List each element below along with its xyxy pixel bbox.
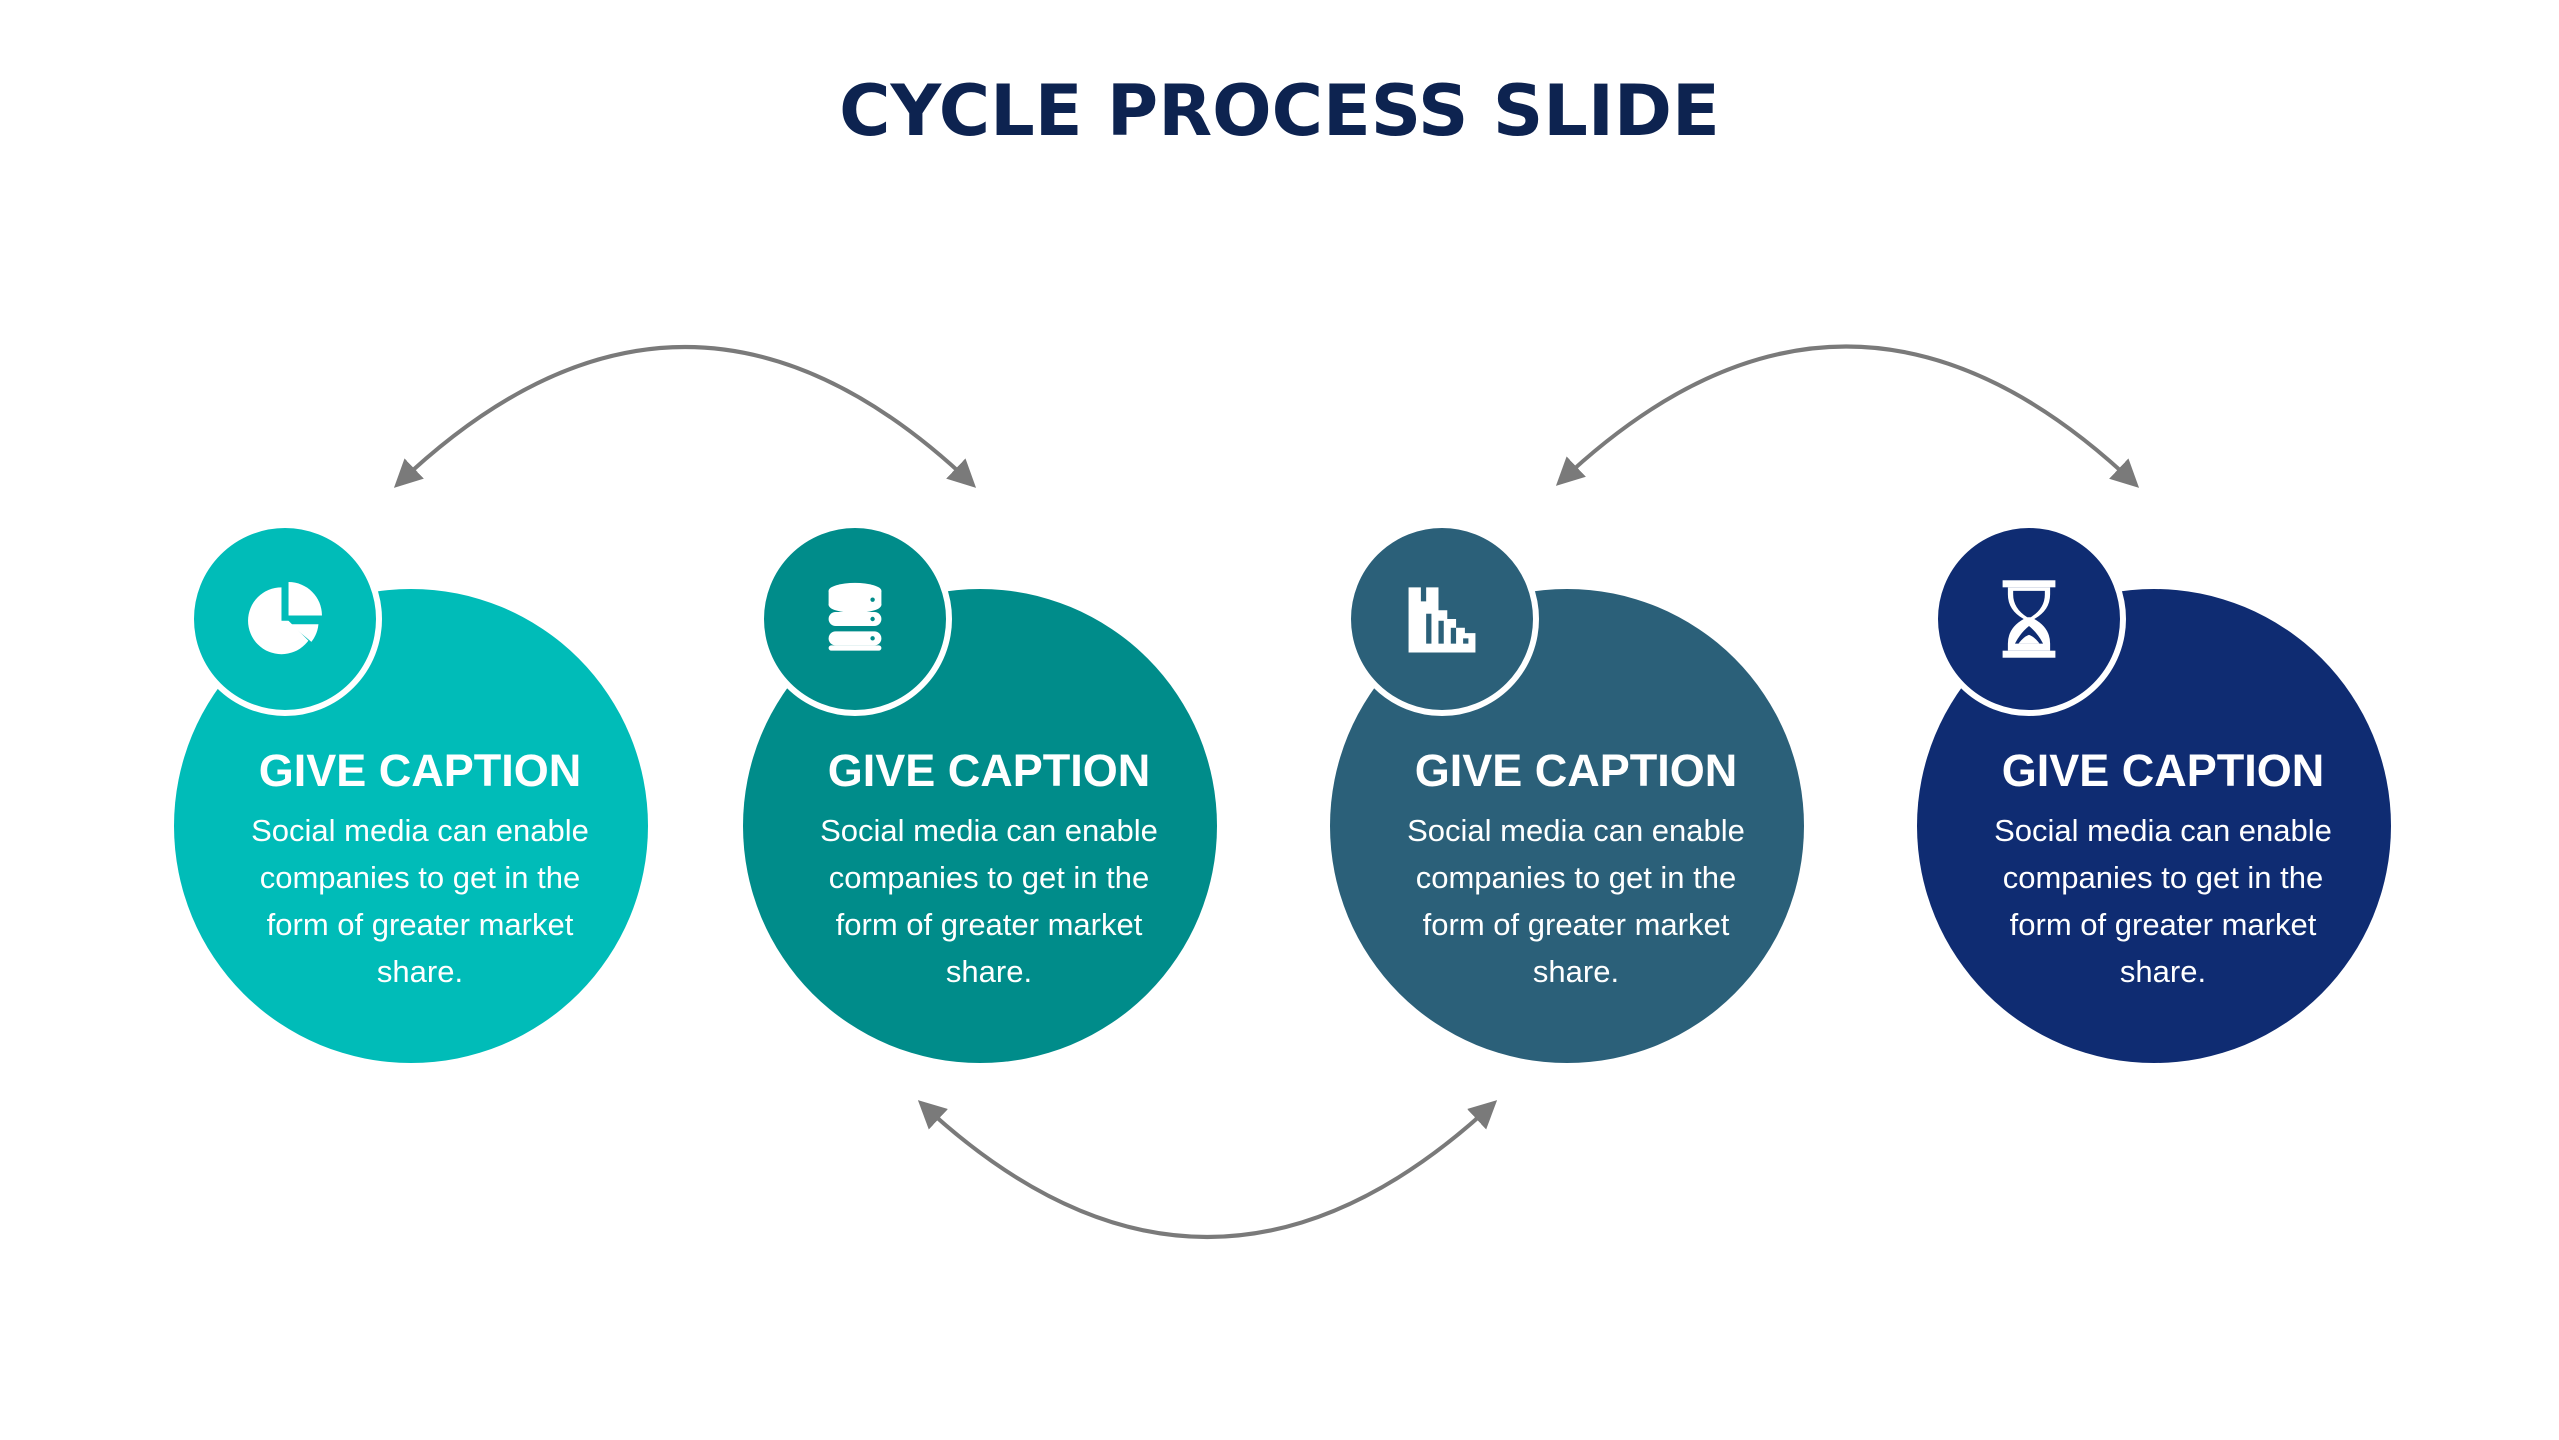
step-4-icon-badge	[1932, 522, 2126, 716]
slide-title: CYCLE PROCESS SLIDE	[839, 70, 1720, 152]
arrow-3-4	[1555, 344, 2140, 488]
step-1-icon-badge	[188, 522, 382, 716]
step-3-text: Social media can enable companies to get…	[1407, 813, 1745, 989]
hourglass-icon	[2002, 580, 2056, 658]
arrow-1-2	[393, 345, 977, 488]
step-2-icon-badge	[758, 522, 952, 716]
arrow-2-3	[917, 1100, 1498, 1239]
step-4-text: Social media can enable companies to get…	[1994, 813, 2332, 989]
step-3-caption: GIVE CAPTION	[1414, 745, 1738, 796]
factory-icon	[1408, 587, 1476, 653]
step-3-icon-badge	[1345, 522, 1539, 716]
step-4-caption: GIVE CAPTION	[2001, 745, 2325, 796]
step-1-caption: GIVE CAPTION	[258, 745, 582, 796]
database-icon	[828, 582, 882, 651]
step-2-caption: GIVE CAPTION	[827, 745, 1151, 796]
step-1-text: Social media can enable companies to get…	[251, 813, 589, 989]
step-2-text: Social media can enable companies to get…	[820, 813, 1158, 989]
pie-chart-icon	[248, 582, 322, 655]
